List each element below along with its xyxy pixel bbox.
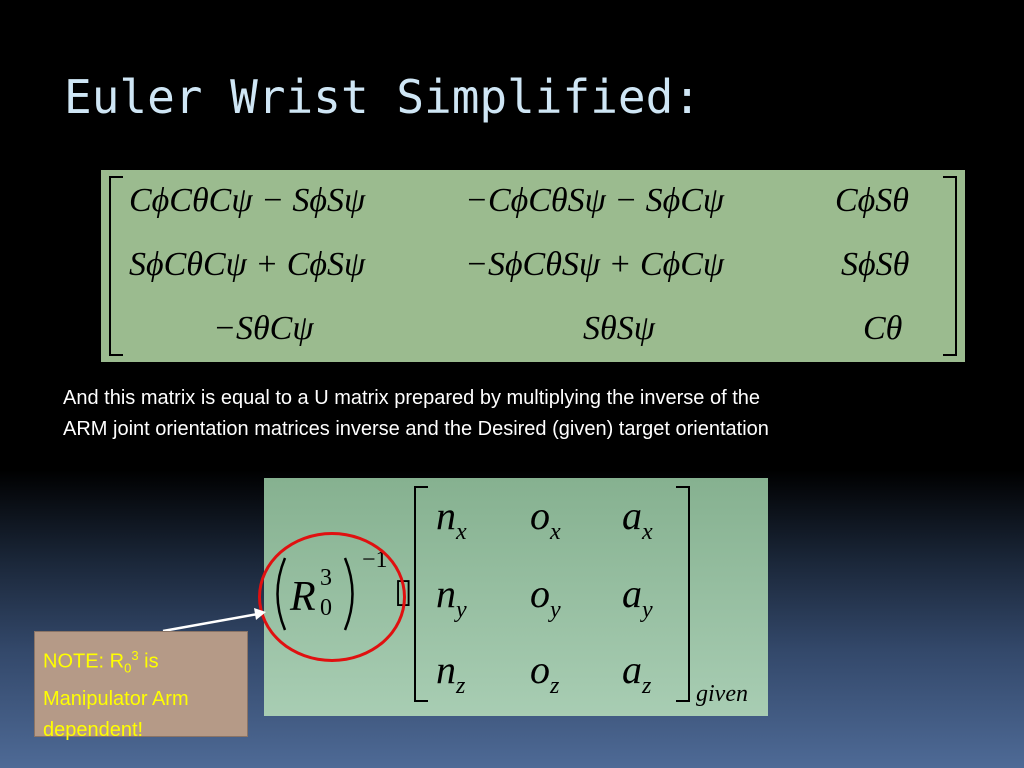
matrix-cell-r2c3: SϕSθ: [841, 246, 910, 283]
note-line-2: Manipulator Arm: [43, 687, 189, 710]
slide-title: Euler Wrist Simplified:: [64, 70, 701, 124]
u-cell-nz: nz: [436, 647, 466, 699]
u-cell-ox: ox: [530, 493, 561, 545]
u-left-bracket: [414, 486, 428, 702]
matrix-cell-r2c2: −SϕCθSψ + CϕCψ: [465, 246, 725, 283]
left-bracket: [109, 176, 123, 356]
u-cell-az: az: [622, 647, 652, 699]
description-line-1: And this matrix is equal to a U matrix p…: [63, 387, 760, 409]
u-cell-ax: ax: [622, 493, 653, 545]
matrix-cell-r1c1: CϕCθCψ − SϕSψ: [129, 182, 366, 219]
matrix-cell-r3c1: −SθCψ: [213, 310, 314, 347]
right-bracket: [943, 176, 957, 356]
given-label: given: [696, 681, 748, 707]
matrix-cell-r1c2: −CϕCθSψ − SϕCψ: [465, 182, 725, 219]
u-cell-nx: nx: [436, 493, 467, 545]
description-text: And this matrix is equal to a U matrix p…: [63, 383, 1003, 445]
note-line-1: NOTE: R03 is: [43, 648, 159, 676]
u-cell-oz: oz: [530, 647, 560, 699]
description-line-2: ARM joint orientation matrices inverse a…: [63, 418, 769, 440]
matrix-cell-r3c3: Cθ: [863, 310, 903, 347]
highlight-circle: [258, 532, 406, 662]
rotation-matrix: CϕCθCψ − SϕSψ −CϕCθSψ − SϕCψ CϕSθ SϕCθCψ…: [101, 170, 965, 362]
u-cell-oy: oy: [530, 571, 561, 623]
note-text: NOTE: R03 is Manipulator Arm dependent!: [43, 640, 243, 746]
u-cell-ay: ay: [622, 571, 653, 623]
matrix-cell-r3c2: SθSψ: [583, 310, 655, 347]
note-line-3: dependent!: [43, 718, 144, 741]
matrix-cell-r2c1: SϕCθCψ + CϕSψ: [129, 246, 366, 283]
note-callout: NOTE: R03 is Manipulator Arm dependent!: [34, 631, 248, 741]
u-right-bracket: [676, 486, 690, 702]
matrix-cell-r1c3: CϕSθ: [835, 182, 909, 219]
u-cell-ny: ny: [436, 571, 467, 623]
